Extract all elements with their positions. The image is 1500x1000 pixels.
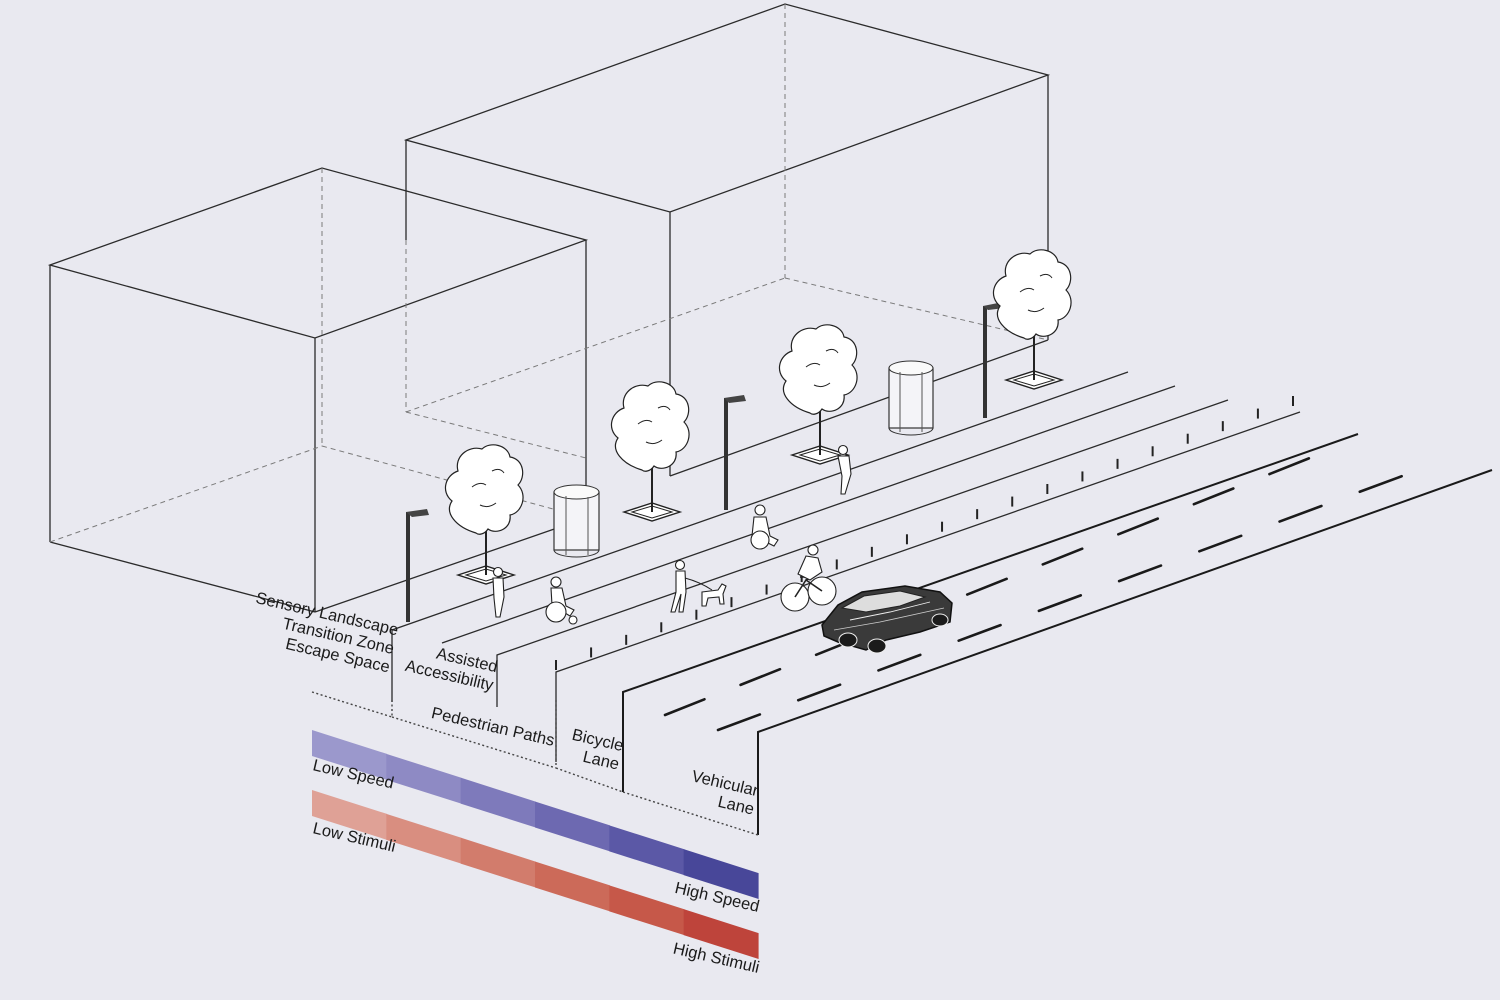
- pedestrian-icon: [837, 444, 852, 495]
- gradient-segment: [535, 801, 610, 852]
- kiosks: [553, 360, 934, 558]
- trees: [444, 249, 1072, 585]
- cyclist-icon: [780, 544, 837, 612]
- gradient-segment: [609, 825, 685, 876]
- gradient-segment: [386, 753, 462, 804]
- lane-markings: [663, 457, 1403, 732]
- kiosk-icon: [553, 484, 600, 558]
- lane-dash: [1117, 564, 1163, 583]
- tree-icon: [610, 381, 690, 522]
- lamp-icon: [406, 509, 429, 622]
- zone-label-pedestrian-paths: Pedestrian Paths: [430, 704, 557, 750]
- speed-gradient-bar: [312, 730, 759, 899]
- lane-dash: [739, 667, 782, 687]
- zone-labels: Sensory Landscape Transition Zone Escape…: [254, 589, 761, 819]
- lane-dash: [796, 683, 842, 702]
- kiosk-icon: [888, 360, 934, 436]
- gradient-segment: [535, 861, 610, 912]
- lane-dash: [1268, 457, 1311, 476]
- gradient-segment: [683, 909, 759, 959]
- lane-dash: [1037, 594, 1083, 613]
- bollards: [555, 396, 1294, 670]
- car-icon: [821, 585, 953, 654]
- gradient-segment: [386, 813, 462, 864]
- lane-dash: [965, 577, 1008, 596]
- building-left: [47, 167, 589, 613]
- lane-dash: [1041, 547, 1084, 566]
- tree-icon: [778, 324, 858, 465]
- gradient-segment: [609, 885, 685, 936]
- gradient-segment: [312, 790, 387, 840]
- building-right: [403, 3, 1051, 477]
- person-with-dog-icon: [670, 559, 727, 613]
- lane-dash: [1198, 534, 1243, 553]
- lamp-icon: [724, 395, 746, 510]
- gradient-segment: [312, 730, 387, 780]
- lane-dash: [1192, 487, 1235, 506]
- wheelchair-user-icon: [545, 576, 578, 625]
- lane-dash: [663, 697, 706, 717]
- lane-dash: [716, 713, 762, 732]
- gradient-segment: [683, 849, 759, 899]
- gradient-segment: [460, 837, 536, 888]
- lane-dash: [957, 623, 1002, 642]
- stimuli-gradient-bar: [312, 790, 759, 959]
- lane-dash: [877, 653, 922, 672]
- gradient-segment: [460, 777, 536, 828]
- tree-icon: [992, 249, 1072, 390]
- figures: [492, 444, 852, 625]
- lane-dash: [1278, 504, 1323, 523]
- lane-dash: [1358, 474, 1403, 494]
- lane-dash: [1117, 517, 1160, 536]
- street-lamps: [406, 302, 1005, 622]
- pedestrian-icon: [492, 566, 505, 618]
- seated-person-icon: [750, 504, 779, 550]
